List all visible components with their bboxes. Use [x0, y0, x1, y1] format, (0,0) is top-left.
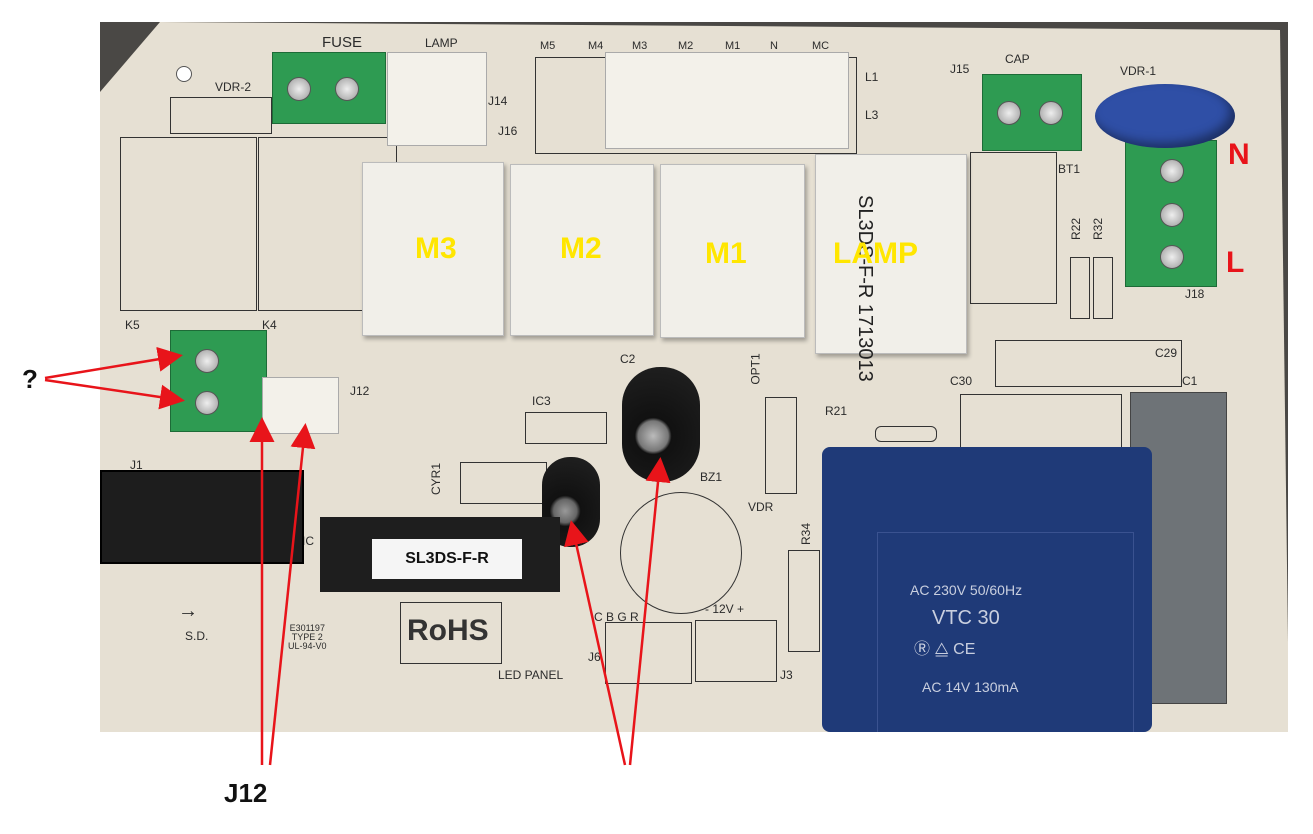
- silk-bz1: BZ1: [700, 470, 723, 484]
- relay-m1: [660, 164, 805, 338]
- k5-outline: [120, 137, 257, 311]
- silk-m2: M2: [678, 40, 694, 52]
- vdr1-varistor: [1095, 84, 1235, 148]
- silk-j12: J12: [350, 384, 370, 398]
- transformer-model: VTC 30: [932, 607, 1000, 629]
- j6-outline: [605, 622, 692, 684]
- label-question: ?: [22, 364, 38, 394]
- arrow-question-2: [44, 378, 185, 410]
- silk-lamp: LAMP: [425, 36, 458, 50]
- lamp-connector: [387, 52, 487, 146]
- transformer-plate: [877, 532, 1134, 732]
- silk-ic3: IC3: [532, 394, 551, 408]
- unknown-terminal: [170, 330, 267, 432]
- silk-sd: S.D.: [185, 629, 209, 643]
- mount-hole: [176, 66, 192, 82]
- silk-vdr2: VDR-2: [215, 80, 252, 94]
- silk-m3: M3: [632, 40, 648, 52]
- arrow-glyph: →: [178, 600, 198, 622]
- silk-j3: J3: [780, 668, 793, 682]
- bz1-outline: [620, 492, 742, 614]
- silk-n: N: [770, 40, 778, 52]
- cert-marks: Ⓡ ⧋ CE: [914, 641, 976, 658]
- ul-rating: UL-94-V0: [288, 641, 327, 651]
- silk-j6: J6: [588, 650, 601, 664]
- relay-m2: [510, 164, 654, 336]
- silk-ic: IC: [302, 534, 314, 548]
- transformer: AC 230V 50/60Hz VTC 30 Ⓡ ⧋ CE AC 14V 130…: [822, 447, 1152, 732]
- silk-vdr: VDR: [748, 500, 774, 514]
- label-m1: M1: [705, 237, 747, 270]
- cap-terminal: [982, 74, 1082, 151]
- silk-j16: J16: [498, 124, 518, 138]
- c29-outline: [995, 340, 1182, 387]
- silk-cap: CAP: [1005, 52, 1030, 66]
- silk-m1: M1: [725, 40, 741, 52]
- label-neutral: N: [1228, 138, 1250, 171]
- fuse-terminal: [272, 52, 386, 124]
- r21-resistor: [875, 426, 937, 442]
- silk-c1: C1: [1182, 374, 1198, 388]
- rohs-box: [400, 602, 502, 664]
- chip-label: SL3DS-F-R: [372, 539, 522, 579]
- label-live: L: [1226, 246, 1245, 279]
- j3-outline: [695, 620, 777, 682]
- arrow-cap-2: [628, 457, 671, 766]
- silk-cbgr: C B G R: [594, 610, 639, 624]
- arrow-question-1: [44, 346, 183, 380]
- silk-l3: L3: [865, 108, 879, 122]
- relay-lamp: SL3DS-F-R 1713013: [815, 154, 967, 382]
- silk-j1: J1: [130, 458, 143, 472]
- label-lamp: LAMP: [833, 237, 918, 270]
- vdr2-outline: [170, 97, 272, 134]
- silk-k4: K4: [262, 318, 277, 332]
- rohs-mark: RoHS: [407, 614, 489, 647]
- silk-l1: L1: [865, 70, 879, 84]
- silk-m4: M4: [588, 40, 604, 52]
- ul-type: TYPE 2: [291, 632, 323, 642]
- arrow-cap-1: [564, 520, 627, 766]
- silk-vdr1: VDR-1: [1120, 64, 1157, 78]
- j1-header: [100, 470, 304, 564]
- relay-m3: [362, 162, 504, 336]
- opt1-outline: [765, 397, 797, 494]
- silk-fuse: FUSE: [322, 34, 363, 51]
- r32-resistor: [1093, 257, 1113, 319]
- bt1-outline: [970, 152, 1057, 304]
- silk-m5: M5: [540, 40, 556, 52]
- ic-chip: SL3DS-F-R: [320, 517, 560, 592]
- silk-bt1: BT1: [1058, 162, 1081, 176]
- silk-12v: - 12V +: [705, 602, 745, 616]
- arrow-j12-2: [268, 423, 316, 766]
- silk-c30: C30: [950, 374, 973, 388]
- label-m2: M2: [560, 232, 602, 265]
- ic3-outline: [525, 412, 607, 444]
- label-m3: M3: [415, 232, 457, 265]
- silk-j14: J14: [488, 94, 508, 108]
- transformer-output: AC 14V 130mA: [922, 679, 1019, 695]
- r34-outline: [788, 550, 820, 652]
- silk-led-panel: LED PANEL: [498, 668, 564, 682]
- silk-c2: C2: [620, 352, 636, 366]
- ul-file: E301197: [289, 623, 325, 633]
- silk-k5: K5: [125, 318, 140, 332]
- silk-j18: J18: [1185, 287, 1205, 301]
- silk-r21: R21: [825, 404, 848, 418]
- transformer-rating: AC 230V 50/60Hz: [910, 582, 1023, 598]
- photo: RoHS FUSE LAMP VDR-2 J14 J16 M5 M4 M3 M2…: [100, 22, 1288, 732]
- silk-j15: J15: [950, 62, 970, 76]
- silk-c29: C29: [1155, 346, 1178, 360]
- motor-connector: [605, 52, 849, 149]
- r22-resistor: [1070, 257, 1090, 319]
- label-j12: J12: [224, 778, 268, 808]
- silk-mc: MC: [812, 40, 830, 52]
